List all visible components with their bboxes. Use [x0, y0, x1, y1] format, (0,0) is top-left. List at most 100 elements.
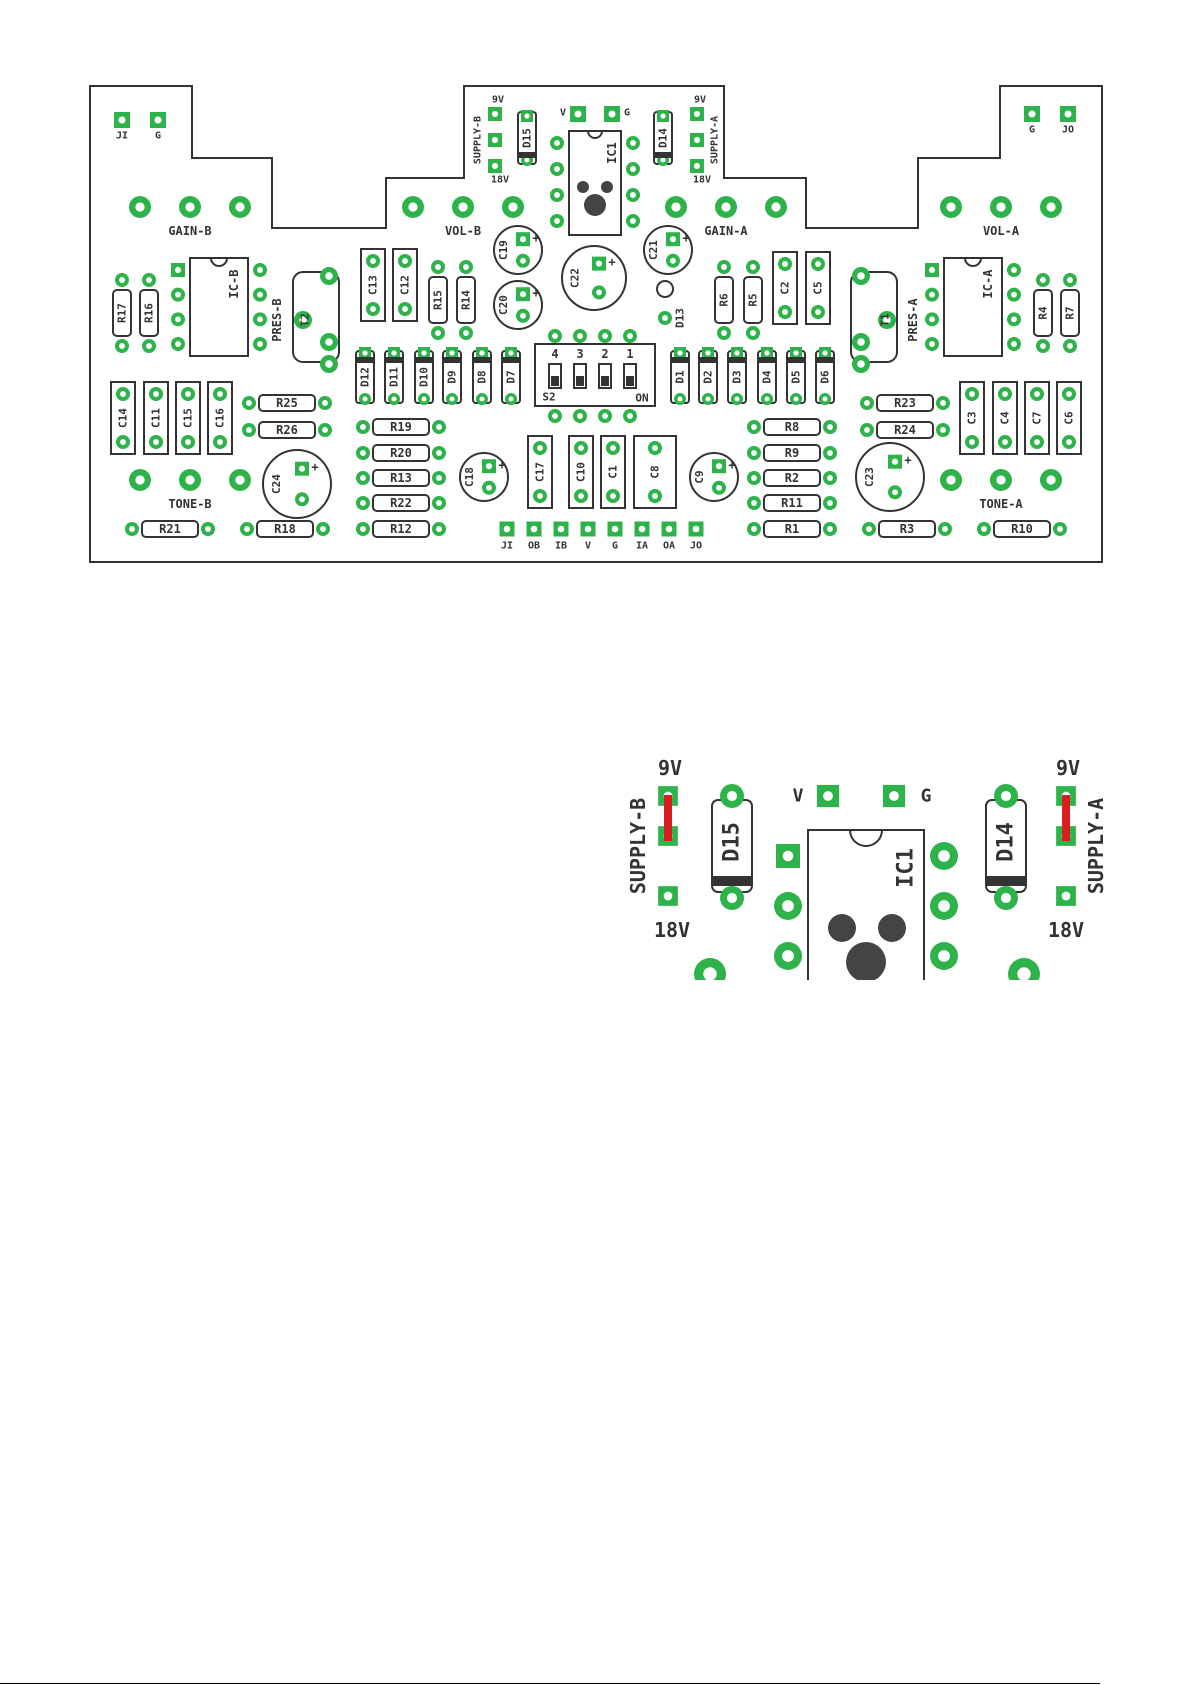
resistor-r17: R17: [112, 273, 132, 353]
capacitor-c13-label: C13: [367, 275, 380, 295]
diode-d13-pad-b-pad-hole: [662, 315, 668, 321]
capacitor-c18-plus-pad-hole: [485, 463, 493, 470]
diode-d5-top-pad-hole: [793, 350, 799, 356]
trimmer-t1-name: PRES-A: [906, 298, 920, 342]
resistor-r24-body: [876, 421, 934, 439]
resistor-r5-bottom-pad-hole: [750, 330, 756, 336]
capacitor-c2-label: C2: [779, 281, 792, 294]
capacitor-c9-label: C9: [693, 470, 706, 483]
capacitor-c8: C8: [633, 435, 677, 509]
pot-gain-b: GAIN-B: [129, 196, 251, 238]
pot-gain-b-pin3-pad-hole: [235, 202, 245, 212]
dip-switch-s2-pin-bottom-1-pad-hole: [577, 413, 583, 419]
ic-ic-b-notch: [210, 257, 228, 267]
ic-ic1-pin-l3-pad-hole: [554, 218, 560, 224]
diode-d11-band: [385, 357, 403, 363]
supply-a-label: SUPPLY-A: [710, 116, 721, 164]
zoom-ic-ic1-logo-mark-left: [828, 914, 856, 942]
diode-d11-label: D11: [388, 367, 401, 387]
resistor-r6-bottom-pad-hole: [721, 330, 727, 336]
trimmer-t2-pin-bottom-pad-hole: [325, 360, 333, 368]
capacitor-c21-label: C21: [647, 240, 660, 260]
diode-d8-bottom-pad-hole: [479, 396, 485, 402]
resistor-r26: R26: [242, 421, 332, 439]
capacitor-c12-label: C12: [399, 275, 412, 295]
io-jo-7-pad-hole: [692, 525, 700, 533]
diode-d15-bottom-pad-hole: [524, 157, 530, 163]
trimmer-t2-name: PRES-B: [270, 298, 284, 341]
diode-d6-top-pad-hole: [822, 350, 828, 356]
ic-ic-a-pin-4-pad-hole: [929, 341, 935, 347]
diode-d14-bottom-pad-hole: [660, 157, 666, 163]
zoom-ic-ic1-logo-mark: [846, 942, 886, 980]
zoom-power-v-label: V: [793, 786, 804, 807]
supply-b-label: SUPPLY-B: [473, 116, 484, 164]
capacitor-c23-label: C23: [863, 467, 876, 487]
zoom-ic-ic1-pin-7-pad-hole: [938, 900, 950, 912]
diode-d12-bottom-pad-hole: [362, 396, 368, 402]
ic1-logo-mark-right: [601, 181, 613, 193]
io-v-3-pad-hole: [584, 525, 592, 533]
capacitor-c8-label: C8: [649, 465, 662, 478]
diode-d15-top-pad-hole: [524, 113, 530, 119]
resistor-r6-label: R6: [718, 293, 731, 307]
resistor-r18-label: R18: [274, 522, 296, 536]
capacitor-c21: +C21: [643, 225, 693, 275]
resistor-r6-top-pad-hole: [721, 264, 727, 270]
resistor-r20: R20: [356, 444, 446, 462]
pot-gain-b-pin1-pad-hole: [135, 202, 145, 212]
resistor-r14-body: [456, 276, 476, 324]
resistor-r25-left-pad-hole: [246, 400, 252, 406]
zoom-power-g-label: G: [921, 786, 932, 807]
capacitor-c17: C17: [527, 435, 553, 509]
resistor-r23-body: [876, 394, 934, 412]
resistor-r17-bottom-pad-hole: [119, 343, 125, 349]
resistor-r17-body: [112, 289, 132, 337]
resistor-r11-label: R11: [781, 496, 803, 510]
resistor-r21-label: R21: [159, 522, 181, 536]
ic-ic-a-pin-7-pad-hole: [1011, 291, 1017, 298]
capacitor-c24-plus-mark: +: [311, 460, 318, 474]
resistor-r4-label: R4: [1037, 306, 1050, 320]
diode-d11-bottom-pad-hole: [391, 396, 397, 402]
resistor-r9-right-pad-hole: [827, 450, 833, 456]
capacitor-c23-body: [855, 442, 925, 512]
resistor-r22-right-pad-hole: [436, 500, 442, 506]
zoom-pot-pad-right-pad-hole: [1017, 967, 1031, 980]
resistor-r12-left-pad-hole: [360, 526, 366, 532]
resistor-r18-body: [256, 520, 314, 538]
resistor-r16-top-pad-hole: [146, 277, 152, 283]
diode-d1-bottom-pad-hole: [677, 396, 683, 402]
resistor-r24-label: R24: [894, 423, 916, 437]
ic-ic-a-pin-3-pad-hole: [929, 316, 935, 323]
resistor-r2: R2: [747, 469, 837, 487]
zoom-diode-d14: D14: [985, 784, 1027, 910]
diode-d3-top-pad-hole: [734, 350, 740, 356]
capacitor-c15-top-pad-hole: [185, 391, 191, 397]
io-oa-6-pad-hole: [665, 525, 673, 533]
dip-switch-s2-pin-top-3-pad-hole: [627, 333, 633, 339]
resistor-r13-body: [372, 469, 430, 487]
diode-d13: D13: [656, 280, 687, 328]
zoom-ic-ic1-label: IC1: [894, 848, 919, 888]
dip-switch-s2-lever-knob-2: [601, 376, 609, 386]
diode-d2-label: D2: [702, 370, 715, 383]
capacitor-c21-minus-pad-hole: [670, 257, 676, 264]
resistor-r24-right-pad-hole: [940, 427, 946, 433]
board-edge: [89, 85, 1103, 563]
zoom-ic-ic1-logo-mark-right: [878, 914, 906, 942]
resistor-r2-body: [763, 469, 821, 487]
diode-d7-top-pad-hole: [508, 350, 514, 356]
capacitor-c3-bottom-pad-hole: [969, 439, 975, 445]
diode-d8: D8: [472, 347, 492, 405]
resistor-r19-body: [372, 418, 430, 436]
resistor-r20-body: [372, 444, 430, 462]
dip-switch-s2-lever-knob-3: [626, 376, 634, 386]
supply-a-9v-label: 9V: [694, 95, 706, 106]
resistor-r7: R7: [1060, 273, 1080, 353]
diode-d3-band: [728, 357, 746, 363]
pot-vol-b-pin1-pad-hole: [408, 202, 418, 212]
diode-d6-bottom-pad-hole: [822, 396, 828, 402]
supply-a-18v-pad-hole: [693, 162, 701, 170]
